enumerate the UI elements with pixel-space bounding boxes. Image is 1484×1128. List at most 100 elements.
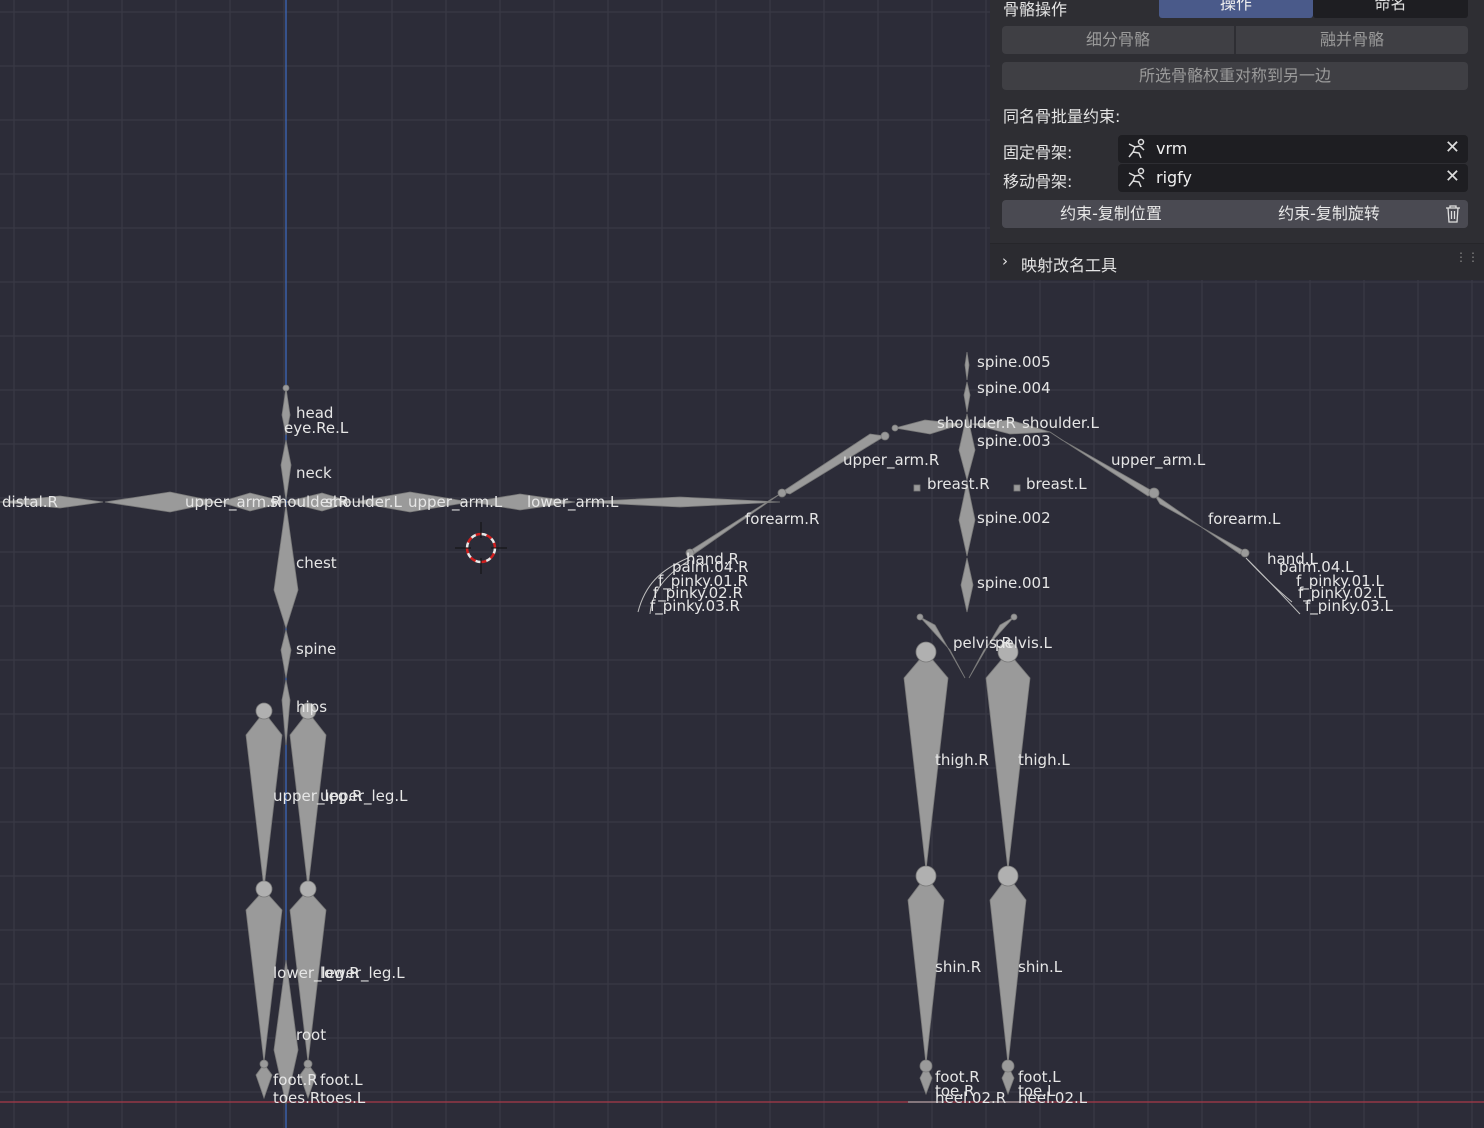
drag-handle-icon[interactable]: ⋮⋮	[1455, 250, 1479, 264]
mapping-rename-tool-title: 映射改名工具	[1021, 256, 1118, 275]
bone-label: pelvis.L	[995, 634, 1053, 652]
merge-bone-button[interactable]: 融并骨骼	[1236, 26, 1468, 54]
bone-foot-l	[1001, 1065, 1015, 1096]
bone-neck	[280, 439, 292, 501]
bone-foot-l	[299, 1063, 317, 1100]
bone-label: toes.L	[320, 1089, 366, 1107]
moving-armature-label: 移动骨架:	[1003, 172, 1073, 191]
bone-spine-002	[958, 481, 976, 557]
moving-armature-value: rigfy	[1156, 168, 1192, 187]
bone-label: palm.04.R	[672, 558, 749, 576]
bone-upper-arm-l	[353, 491, 471, 513]
bone-label: breast.R	[927, 475, 990, 493]
bone-label: shoulder.L	[325, 493, 402, 511]
bone-label: f_pinky.01.R	[658, 572, 748, 591]
bone-label: hand.R	[686, 550, 739, 568]
bone-label: head	[296, 404, 333, 422]
bone-label: foot.R	[273, 1071, 318, 1089]
bone-label: shoulder.R	[270, 493, 349, 511]
bone-foot-r	[919, 1065, 933, 1096]
bone-label: spine.004	[977, 379, 1051, 397]
bone-label: upper_leg.L	[320, 787, 408, 806]
armature-vrm[interactable]	[0, 384, 781, 1105]
bone-label: spine.001	[977, 574, 1051, 592]
bone-upper-arm-r	[104, 491, 219, 513]
bone-distal-l	[576, 496, 781, 508]
bone-shoulder-l	[285, 492, 354, 512]
bone-label: foot.R	[935, 1068, 980, 1086]
bone-label: shin.L	[1018, 958, 1063, 976]
bone-label: shin.R	[935, 958, 981, 976]
bone-root	[273, 959, 299, 1105]
bone-label: f_pinky.02.L	[1298, 584, 1386, 603]
bone-label: toe.L	[1018, 1082, 1056, 1100]
bone-label: foot.L	[320, 1071, 363, 1089]
bone-label: forearm.R	[745, 510, 819, 528]
bone-spine-001	[960, 557, 974, 613]
chevron-right-icon: ›	[1002, 252, 1008, 270]
bone-distal-r	[0, 495, 104, 509]
copy-location-constraint-button[interactable]: 约束-复制位置	[1002, 200, 1220, 228]
bone-head	[281, 387, 291, 436]
bone-label: upper_leg.R	[273, 787, 363, 806]
bone-label: spine.002	[977, 509, 1051, 527]
bone-label: upper_arm.R	[185, 493, 281, 512]
close-icon[interactable]: ✕	[1444, 137, 1460, 158]
armature-rigify[interactable]	[637, 351, 1301, 1103]
moving-armature-field[interactable]: rigfy ✕	[1118, 164, 1468, 192]
bone-label: heel.02.L	[1018, 1089, 1088, 1107]
subdivide-bone-button[interactable]: 细分骨骼	[1002, 26, 1234, 54]
bone-foot-r	[255, 1063, 273, 1100]
bone-label: upper_arm.L	[1111, 451, 1206, 470]
bone-label: spine	[296, 640, 336, 658]
bone-label: upper_arm.R	[843, 451, 939, 470]
symmetrize-weights-button[interactable]: 所选骨骼权重对称到另一边	[1002, 62, 1468, 90]
tab-naming[interactable]: 命名	[1313, 0, 1468, 18]
tab-operation[interactable]: 操作	[1159, 0, 1313, 18]
bone-lower-arm-l	[471, 493, 576, 511]
fixed-armature-label: 固定骨架:	[1003, 143, 1073, 162]
3d-cursor[interactable]	[455, 522, 507, 574]
bone-label: shoulder.L	[1022, 414, 1099, 432]
bone-label: foot.L	[1018, 1068, 1061, 1086]
bone-label: f_pinky.02.R	[653, 584, 743, 603]
trash-icon	[1446, 205, 1460, 223]
bone-label: hand.L	[1267, 550, 1318, 568]
bone-operations-header: 骨骼操作	[1003, 0, 1068, 19]
bone-label: f_pinky.03.R	[650, 597, 740, 616]
bone-shoulder-r	[218, 492, 287, 512]
mapping-rename-tool-panel[interactable]: › 映射改名工具 ⋮⋮	[990, 243, 1484, 280]
delete-constraints-button[interactable]	[1438, 200, 1468, 228]
fixed-armature-value: vrm	[1156, 139, 1188, 158]
sidebar-panel: 骨骼操作 操作 命名 细分骨骼 融并骨骼 所选骨骼权重对称到另一边 同名骨批量约…	[990, 0, 1484, 280]
bone-label: f_pinky.03.L	[1305, 597, 1393, 616]
bone-label: neck	[296, 464, 332, 482]
bone-label: toe.R	[935, 1082, 974, 1100]
bone-label: hips	[296, 698, 327, 716]
bone-label: spine.005	[977, 353, 1051, 371]
batch-constraint-label: 同名骨批量约束:	[1003, 107, 1121, 126]
bone-label: toes.R	[273, 1089, 320, 1107]
labels-rigify: spine.005 spine.004 shoulder.R shoulder.…	[650, 353, 1393, 1107]
bone-label: f_pinky.01.L	[1296, 572, 1384, 591]
bone-label: heel.02.R	[935, 1089, 1006, 1107]
bone-label: spine.003	[977, 432, 1051, 450]
bone-label: upper_arm.L	[408, 493, 503, 512]
bone-label: thigh.L	[1018, 751, 1070, 769]
labels-vrm: head eye.Re.L neck upper_arm.R shoulder.…	[2, 404, 619, 1107]
bone-label: distal.R	[2, 493, 58, 511]
fixed-armature-field[interactable]: vrm ✕	[1118, 135, 1468, 163]
bone-label: lower_leg.R	[273, 964, 360, 983]
bone-label: lower_arm.L	[527, 493, 619, 512]
bone-label: breast.L	[1026, 475, 1087, 493]
bone-label: forearm.L	[1208, 510, 1281, 528]
close-icon[interactable]: ✕	[1444, 166, 1460, 187]
bone-label: lower_leg.L	[320, 964, 405, 983]
bone-hips	[281, 679, 291, 746]
bone-label: eye.Re.L	[284, 419, 349, 437]
armature-icon	[1128, 138, 1145, 159]
bone-label: palm.04.L	[1279, 558, 1354, 576]
copy-rotation-constraint-button[interactable]: 约束-复制旋转	[1220, 200, 1438, 228]
